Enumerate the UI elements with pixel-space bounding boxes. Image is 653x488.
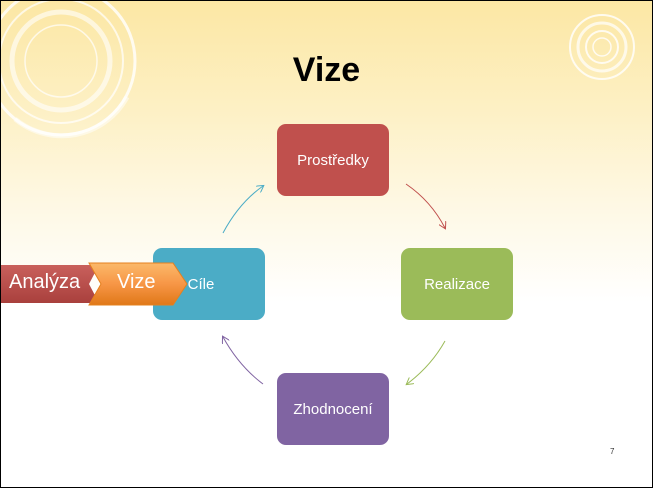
slide-title: Vize	[292, 51, 361, 89]
cycle-node-zhodnoceni: Zhodnocení	[277, 373, 389, 445]
arrow-bottom-right	[407, 340, 446, 384]
chevron-label-vize: Vize	[117, 271, 156, 293]
chevron-label-analyza: Analýza	[9, 271, 81, 293]
chevron-vize	[88, 262, 188, 306]
cycle-node-label: Cíle	[187, 275, 215, 293]
cycle-node-realizace: Realizace	[401, 248, 513, 320]
cycle-node-prostredky: Prostředky	[277, 124, 389, 196]
arrow-top-left	[222, 186, 263, 234]
chevron-analyza	[1, 265, 99, 303]
cycle-node-label: Realizace	[424, 275, 490, 293]
page-number: 7	[610, 447, 615, 456]
arrow-bottom-left	[223, 337, 264, 385]
cycle-node-label: Prostředky	[297, 151, 369, 169]
cycle-node-label: Zhodnocení	[293, 400, 373, 418]
arrow-top-right	[405, 183, 445, 228]
